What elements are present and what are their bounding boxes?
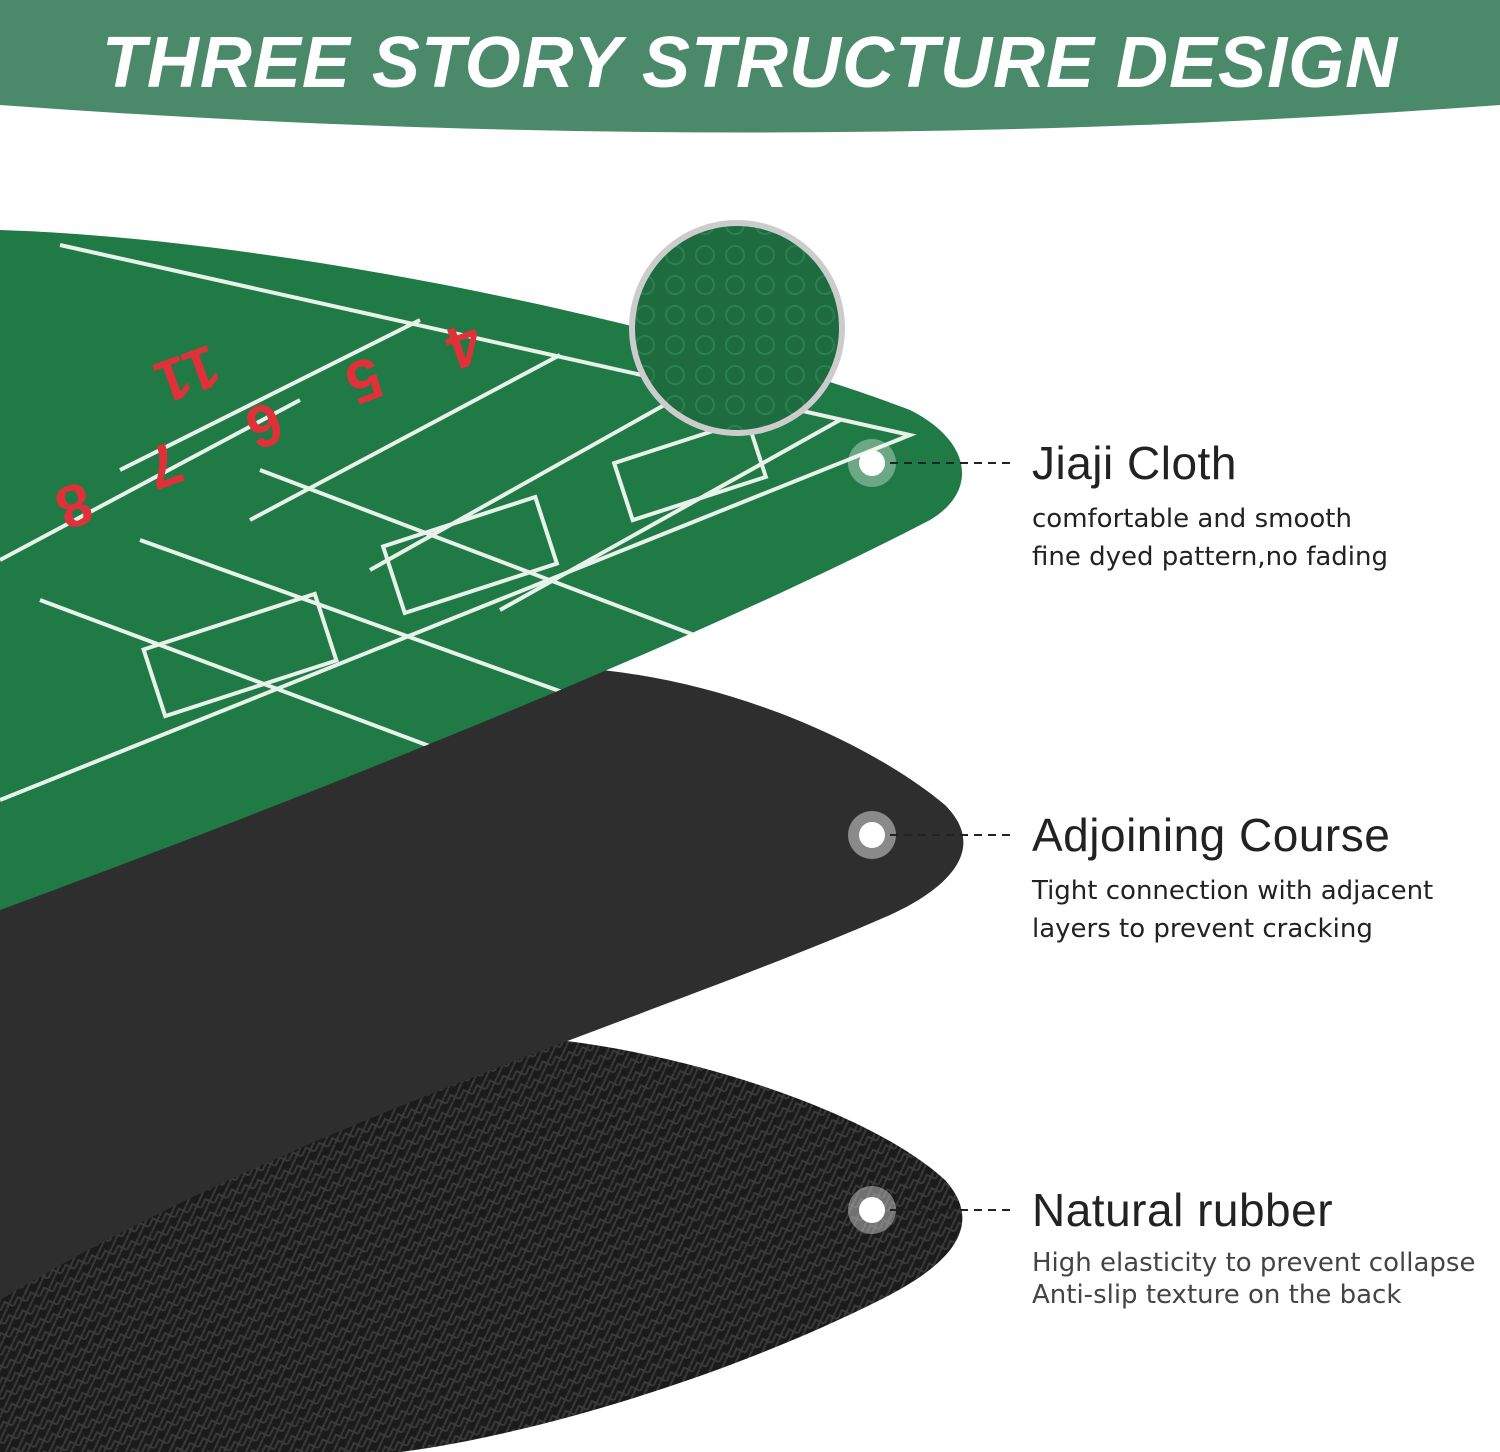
header-band [0,0,1500,133]
layer-name: Jiaji Cloth [1032,437,1237,489]
layer-desc-line: comfortable and smooth [1032,504,1352,534]
layer-desc-line: Tight connection with adjacent [1032,876,1434,906]
leader-lines [890,462,1012,1211]
layer-label-rubber: Natural rubber High elasticity to preven… [1032,1183,1475,1311]
layer-label-adjoining: Adjoining Course Tight connection with a… [1032,808,1433,948]
page-title: THREE STORY STRUCTURE DESIGN [101,23,1399,103]
layer-name: Adjoining Course [1032,809,1391,861]
layer-name: Natural rubber [1032,1184,1334,1236]
layer-desc-line: Anti-slip texture on the back [1032,1280,1402,1310]
rubber-layer [0,1040,963,1452]
layer-desc-line: fine dyed pattern,no fading [1032,542,1389,572]
layer-desc-line: layers to prevent cracking [1032,914,1373,944]
layer-desc-line: High elasticity to prevent collapse [1032,1248,1476,1278]
adjoining-layer [0,668,964,1300]
layer-label-cloth: Jiaji Cloth comfortable and smooth fine d… [1032,436,1388,576]
marker-dots [848,439,896,1234]
